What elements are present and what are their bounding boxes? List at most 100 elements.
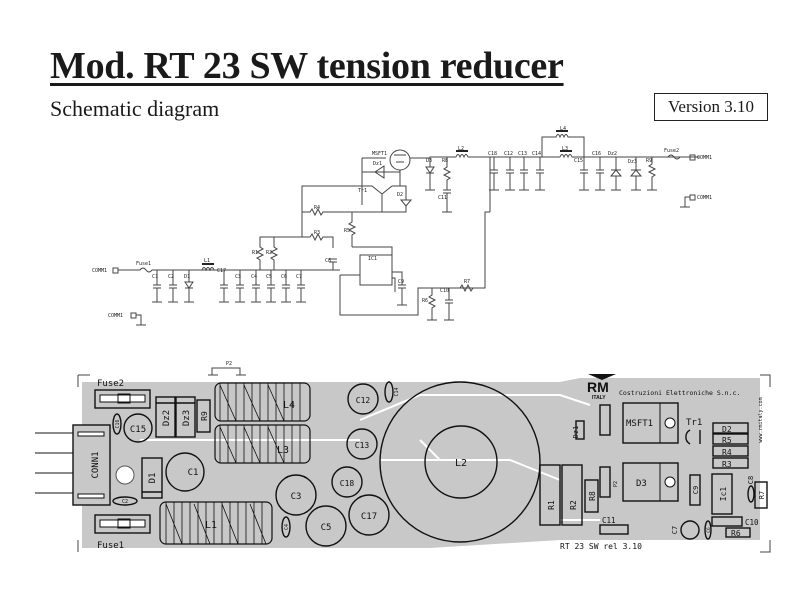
- fuse1-holder: [94, 514, 151, 534]
- c10-capacitor: [711, 516, 743, 527]
- conn1-input-terminal: [112, 267, 119, 274]
- conn1-output-gnd-terminal: [689, 194, 696, 201]
- dz3-diode: [175, 396, 196, 438]
- pcb-label-c12: C12: [356, 396, 371, 405]
- pcb-label-c3: C3: [291, 492, 302, 502]
- label-c15: C15: [574, 158, 583, 164]
- label-d1: D1: [184, 274, 190, 280]
- pcb-label-dz1: Dz1: [572, 426, 580, 439]
- page-title: Mod. RT 23 SW tension reducer: [50, 45, 564, 87]
- filter-capacitors: [219, 270, 306, 303]
- dz1-diode: [575, 420, 585, 440]
- pcb-label-c18: C18: [340, 479, 355, 488]
- pcb-label-ic1: Ic1: [719, 487, 728, 502]
- pcb-label-l4: L4: [283, 400, 295, 411]
- output-capacitors: [489, 157, 545, 191]
- company-name: Costruzioni Elettroniche S.n.c.: [619, 389, 740, 397]
- pcb-label-c1: C1: [188, 468, 199, 478]
- pcb-label-r5: R5: [722, 436, 732, 445]
- d1-diode: [141, 457, 163, 499]
- pcb-label-r3: R3: [722, 460, 732, 469]
- label-c2: C2: [168, 274, 174, 280]
- pcb-label-d2: D2: [722, 425, 732, 434]
- label-r8: R8: [442, 158, 448, 164]
- pcb-label-c4: C4: [284, 524, 290, 530]
- pcb-label-c6: C6: [706, 527, 712, 533]
- label-comm1-gnd: COMM1: [108, 313, 123, 319]
- website-label: www.rmitaly.com: [758, 397, 764, 442]
- pcb-label-fuse1: Fuse1: [97, 541, 124, 551]
- pcb-label-c16: C16: [115, 419, 121, 428]
- pcb-label-d3: D3: [636, 479, 647, 489]
- pcb-label-r7: R7: [758, 491, 766, 499]
- label-ic1: IC1: [368, 256, 377, 262]
- label-d3: D3: [426, 158, 432, 164]
- label-fuse2: Fuse2: [664, 148, 679, 154]
- c15-capacitor: [123, 413, 153, 443]
- pcb-label-c2: C2: [122, 499, 128, 505]
- pcb-layout: P2 Fuse2 Fuse1 CONN1 C16 C2 C15 Dz2 Dz3: [35, 361, 771, 553]
- c18-capacitor: [331, 466, 363, 498]
- label-fuse1: Fuse1: [136, 261, 151, 267]
- pcb-label-d1: D1: [148, 473, 158, 484]
- c12-capacitor: [347, 383, 379, 415]
- r7-resistor: [754, 481, 768, 509]
- c5-capacitor: [305, 505, 347, 547]
- label-r3: R3: [314, 230, 320, 236]
- conn1-connector: [72, 424, 111, 506]
- pcb-label-c10: C10: [745, 518, 759, 527]
- label-c10: C10: [440, 288, 449, 294]
- label-r1: R1: [252, 250, 258, 256]
- label-l2: L2: [458, 146, 464, 152]
- pcb-label-l2: L2: [455, 458, 467, 469]
- d3-diode: [622, 462, 679, 502]
- c9-capacitor: [689, 474, 701, 506]
- pcb-revision-label: RT 23 SW rel 3.10: [560, 542, 642, 551]
- label-c5: C5: [266, 274, 272, 280]
- brand-logo: RM: [587, 379, 609, 395]
- conn1-output-terminal: [689, 154, 696, 161]
- c14-capacitor: [384, 381, 394, 403]
- pcb-label-c14: C14: [394, 387, 400, 396]
- pcb-label-c5: C5: [321, 523, 332, 533]
- pcb-label-r6: R6: [731, 529, 741, 538]
- pcb-label-c9: C9: [692, 486, 700, 494]
- l1-inductor: [159, 501, 273, 545]
- c1-capacitor: [165, 452, 205, 492]
- c13-capacitor: [346, 428, 378, 460]
- version-badge: Version 3.10: [654, 93, 768, 121]
- r3-resistor: [712, 457, 749, 469]
- msft1-transistor: [622, 402, 679, 444]
- label-dz3: Dz3: [628, 159, 637, 165]
- pcb-label-r1: R1: [547, 500, 556, 510]
- label-c17: C17: [217, 268, 226, 274]
- label-c18: C18: [488, 151, 497, 157]
- label-comm1-in: COMM1: [92, 268, 107, 274]
- label-c16: C16: [592, 151, 601, 157]
- l3-inductor: [214, 424, 311, 464]
- label-d2: D2: [397, 192, 403, 198]
- pcb-label-r2: R2: [569, 500, 578, 510]
- logo-arrow-icon: [588, 374, 616, 380]
- l2-toroid-inner: [424, 425, 498, 499]
- label-r5: R5: [344, 228, 350, 234]
- label-msft1: MSFT1: [372, 151, 387, 157]
- label-l3: L3: [562, 146, 568, 152]
- pcb-label-msft1: MSFT1: [626, 419, 653, 429]
- label-c8: C8: [325, 258, 331, 264]
- c3-capacitor: [275, 474, 317, 516]
- input-capacitors: [152, 270, 194, 303]
- pcb-label-p2-vertical: P2: [613, 481, 619, 487]
- schematic-diagram: COMM1 Fuse1 C1 C2 D1 L1 C17 C3 C4 C5 C6 …: [92, 126, 712, 326]
- d2-diode: [712, 422, 749, 434]
- label-r2: R2: [266, 250, 272, 256]
- pcb-label-dz2: Dz2: [162, 410, 172, 426]
- r2-resistor: [561, 464, 583, 526]
- label-r7: R7: [464, 279, 470, 285]
- pcb-label-r8: R8: [588, 491, 597, 501]
- pcb-label-fuse2: Fuse2: [97, 379, 124, 389]
- label-c13: C13: [518, 151, 527, 157]
- label-r6: R6: [422, 298, 428, 304]
- dz2-diode: [155, 396, 176, 438]
